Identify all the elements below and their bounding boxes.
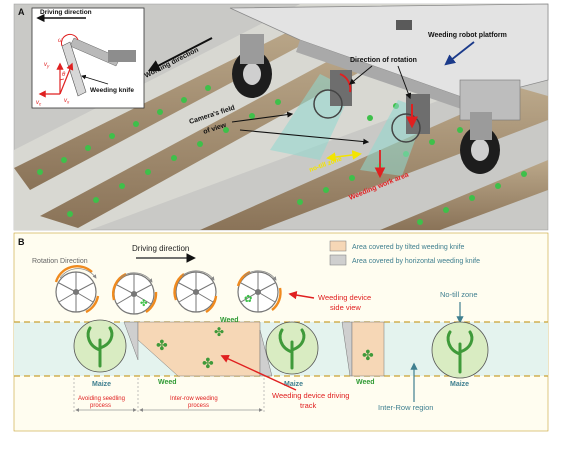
platform-label: Weeding robot platform bbox=[428, 32, 507, 39]
platform-pointer bbox=[444, 41, 475, 66]
wheel-sideview-2: ✤ bbox=[112, 272, 158, 315]
inset-vc-label: vc bbox=[36, 100, 42, 107]
no-till-arrow bbox=[326, 150, 362, 162]
crop-ridge-4 bbox=[380, 160, 548, 230]
maize-label-1: Maize bbox=[92, 381, 111, 388]
maize-plant-3 bbox=[431, 321, 489, 379]
platform-module bbox=[396, 20, 412, 30]
inset-vx-label: vx bbox=[64, 98, 70, 105]
panel-a: A Driving direction ω θ vy vx vc Weeding… bbox=[13, 3, 549, 231]
inset-knife-pointer bbox=[81, 74, 109, 85]
inset-theta-arc bbox=[59, 78, 65, 81]
kinematics-inset: Driving direction ω θ vy vx vc Weeding k… bbox=[31, 7, 145, 109]
camera-pointer-2 bbox=[239, 129, 370, 145]
no-till-zone-label: No-till zone bbox=[440, 290, 478, 299]
inter-label-line2: process bbox=[188, 403, 209, 409]
rotation-pointer-2 bbox=[397, 65, 412, 100]
track-label-line1: Weeding device driving bbox=[272, 391, 349, 400]
rotation-label: Direction of rotation bbox=[350, 57, 417, 64]
working-direction-arrow bbox=[147, 37, 213, 72]
inset-arm bbox=[69, 37, 121, 67]
inset-omega-arc bbox=[60, 33, 79, 47]
legend-tilted-label: Area covered by tilted weeding knife bbox=[352, 244, 465, 251]
inset-knife-label: Weeding knife bbox=[90, 87, 134, 94]
weed-label-2: Weed bbox=[356, 379, 375, 386]
track-pointer bbox=[220, 354, 297, 391]
wheel-sideview-3 bbox=[173, 270, 218, 314]
weed-band-4: ✤ bbox=[362, 347, 374, 363]
weed-band-2: ✤ bbox=[202, 355, 214, 371]
legend-swatch-horizontal bbox=[329, 254, 347, 266]
weed-band-1: ✤ bbox=[156, 337, 168, 353]
inset-vy-label: vy bbox=[44, 62, 50, 69]
driving-direction-label: Driving direction bbox=[132, 244, 189, 253]
weed-label-1: Weed bbox=[158, 379, 177, 386]
maize-plant-1 bbox=[73, 319, 127, 373]
legend-swatch-tilted bbox=[329, 240, 347, 252]
weed-top-label: Weed bbox=[220, 317, 239, 324]
wheel-sideview-4: ✿ bbox=[236, 270, 282, 313]
process-spans: Avoiding seedling process Inter-row weed… bbox=[73, 378, 265, 414]
weed-band-3: ✤ bbox=[214, 325, 224, 339]
legend: Area covered by tilted weeding knife Are… bbox=[329, 240, 480, 266]
inter-row-region-label: Inter-Row region bbox=[378, 403, 433, 412]
weed-glyph-1: ✤ bbox=[140, 298, 148, 308]
track-label-line2: track bbox=[300, 401, 317, 410]
inset-knife-blade bbox=[61, 41, 87, 97]
wheel-sideview-1 bbox=[54, 265, 100, 314]
avoid-label-line1: Avoiding seedling bbox=[78, 396, 125, 402]
weeding-device-1 bbox=[313, 70, 352, 119]
inset-vc-arrow bbox=[59, 62, 74, 95]
inset-theta-symbol: θ bbox=[62, 72, 66, 78]
maize-plant-2 bbox=[265, 321, 319, 375]
rotation-pointer-1 bbox=[349, 65, 373, 85]
side-view-label-line2: side view bbox=[330, 303, 361, 312]
crop-ridge-2 bbox=[40, 44, 396, 228]
seedlings bbox=[37, 73, 527, 225]
side-view-wheels: ✤ ✿ bbox=[54, 265, 282, 315]
panel-a-label: A bbox=[18, 7, 25, 17]
inset-omega-symbol: ω bbox=[58, 38, 63, 44]
panel-b: B Area covered by tilted weeding knife A… bbox=[13, 232, 549, 432]
camera-pointer-1 bbox=[231, 111, 294, 123]
inset-title: Driving direction bbox=[40, 9, 92, 16]
maize-label-2: Maize bbox=[284, 381, 303, 388]
weed-glyph-2: ✿ bbox=[244, 294, 252, 305]
tilted-knife-area-2 bbox=[351, 321, 385, 377]
legend-horizontal-label: Area covered by horizontal weeding knife bbox=[352, 258, 480, 265]
inset-motor bbox=[108, 50, 136, 62]
horizontal-knife-area-1 bbox=[123, 321, 139, 361]
rotation-direction-label: Rotation Direction bbox=[32, 258, 88, 265]
maize-label-3: Maize bbox=[450, 381, 469, 388]
wheel-right-mount bbox=[470, 112, 492, 140]
side-view-pointer bbox=[288, 290, 315, 300]
side-view-label-line1: Weeding device bbox=[318, 293, 371, 302]
wheel-left-mount bbox=[240, 34, 264, 64]
inter-label-line1: Inter-row weeding bbox=[170, 396, 218, 402]
weeding-device-2 bbox=[391, 94, 430, 143]
panel-b-label: B bbox=[18, 237, 25, 247]
avoid-label-line2: process bbox=[90, 403, 111, 409]
